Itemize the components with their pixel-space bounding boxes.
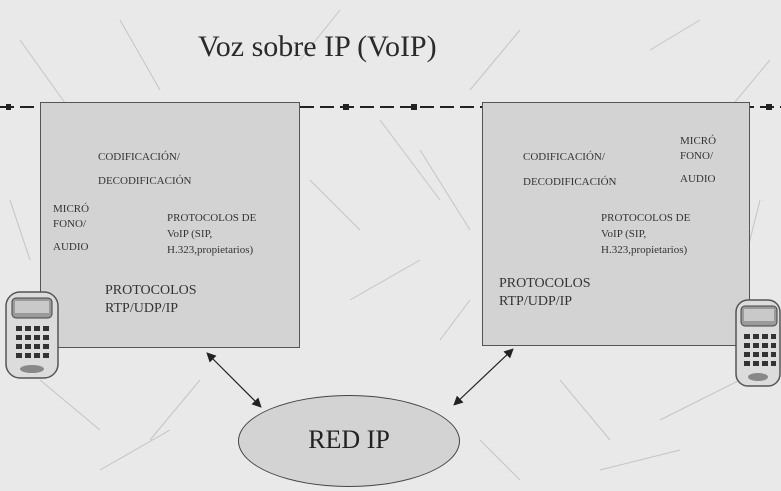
right-mic-line3: AUDIO [680,173,716,185]
left-transport-line1: PROTOCOLOS [105,283,197,298]
right-mic-line2: FONO/ [680,150,714,162]
right-codec-line2: DECODIFICACIÓN [523,176,617,188]
ip-phone-icon [735,299,781,387]
left-transport-line2: RTP/UDP/IP [105,301,179,316]
right-mic-line1: MICRÓ [680,135,717,147]
ip-network-label: RED IP [308,425,390,454]
ip-phone-icon [5,291,59,379]
right-voip-line1: PROTOCOLOS DE [601,212,691,224]
right-transport-line2: RTP/UDP/IP [499,294,573,309]
left-voip-line3: H.323,propietarios) [167,244,254,256]
right-voip-line2: VoIP (SIP, [601,228,647,240]
left-voip-line1: PROTOCOLOS DE [167,212,257,224]
right-voip-line3: H.323,propietarios) [601,244,688,256]
right-codec-line1: CODIFICACIÓN/ [523,151,605,163]
right-endpoint-box: CODIFICACIÓN/ DECODIFICACIÓN MICRÓ FONO/… [482,102,750,346]
ip-network-ellipse: RED IP [238,395,460,487]
left-endpoint-box: CODIFICACIÓN/ DECODIFICACIÓN MICRÓ FONO/… [40,102,300,348]
page-title: Voz sobre IP (VoIP) [198,30,437,63]
left-codec-line1: CODIFICACIÓN/ [98,151,180,163]
right-transport-line1: PROTOCOLOS [499,276,591,291]
left-mic-line3: AUDIO [53,241,89,253]
left-mic-line2: FONO/ [53,218,87,230]
left-codec-line2: DECODIFICACIÓN [98,175,192,187]
left-mic-line1: MICRÓ [53,203,90,215]
left-voip-line2: VoIP (SIP, [167,228,213,240]
